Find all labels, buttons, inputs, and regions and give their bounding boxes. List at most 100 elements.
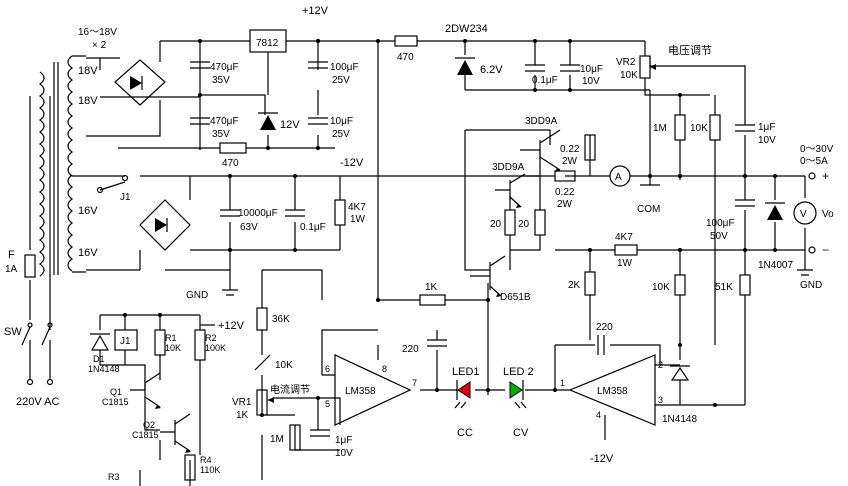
opamp-b [568,354,656,426]
capacitors [190,61,755,437]
label-tr-d651b: D651B [500,292,531,303]
label-cap-100u-b-v: 50V [710,231,728,242]
label-com: COM [637,204,660,215]
label-cap-100u-v: 25V [332,75,350,86]
meters [609,165,817,225]
leds [454,380,527,409]
relay-contact [96,174,129,194]
label-winding-16b: 16V [78,247,98,259]
ground-symbols [222,180,813,296]
label-d1: D1 [93,354,105,364]
label-opamp-b: LM358 [597,386,628,397]
label-res-022-a-w: 2W [562,156,578,167]
label-vr2: VR2 [616,57,636,68]
label-pin1: 1 [560,378,565,388]
label-res-51k: 51K [715,282,733,293]
resistors [24,35,751,481]
label-plus12v-mid: +12V [218,320,245,332]
label-pin5: 5 [325,399,330,409]
label-fuse-rating: 1A [5,264,18,275]
voltmeter [793,201,817,225]
label-out-i-range: 0～5A [800,156,828,167]
label-cap-470u-a-v: 35V [212,75,230,86]
label-pin3: 3 [658,395,663,405]
label-res-1m-b: 1M [270,434,284,445]
led2-icon [509,381,523,399]
label-opamp-a: LM358 [345,386,376,397]
label-cap-1u-b-v: 10V [335,448,353,459]
led1-icon [457,381,471,399]
label-res-10k-a: 10K [690,123,708,134]
label-vr1-val: 1K [236,410,249,421]
label-cv: CV [513,427,529,439]
label-vo: Vo [822,209,834,220]
label-res-022-b-w: 2W [557,199,573,210]
label-res-36k: 36K [272,314,290,325]
junction-dots [123,38,777,417]
label-res-2k: 2K [568,280,581,291]
label-r1-val: 10K [165,343,181,353]
label-r1: R1 [165,333,177,343]
wires [29,40,806,486]
label-res-10k-b: 10K [652,282,670,293]
label-pin4: 4 [596,410,601,420]
label-minus: − [822,243,829,257]
label-cc: CC [457,427,473,439]
label-winding-top: 18V [78,65,98,77]
label-cap-10000u: 10000μF [238,208,278,219]
label-cap-1u-a-v: 10V [758,135,776,146]
label-diode-1n4007: 1N4007 [758,260,793,271]
label-res-1k-fb: 1K [425,282,438,293]
label-res-20-a: 20 [490,219,502,230]
label-d1-type: 1N4148 [88,364,120,374]
label-cap-10u-b-v: 10V [582,76,600,87]
label-transformer-count: × 2 [92,40,107,51]
label-gnd-left: GND [186,290,208,301]
bridge-rectifier-bottom [139,199,191,251]
label-res-470-a: 470 [397,52,414,63]
opamp-a [334,354,412,426]
label-res-1m-a: 1M [653,123,667,134]
regulator-7812 [249,29,287,53]
label-pin8: 8 [382,364,387,374]
label-pin2: 2 [658,360,663,370]
label-res-4k7-b: 4K7 [615,232,633,243]
label-plus: + [822,169,829,183]
label-pin7: 7 [412,378,417,388]
label-cap-220-b: 220 [596,322,613,333]
label-res-10k-c: 10K [275,360,293,371]
label-cap-10000u-v: 63V [240,222,258,233]
label-cap-100u-b: 100μF [706,218,735,229]
label-res-4k7-a: 4K7 [348,202,366,213]
bridge-rectifier-top [114,59,166,106]
label-diode-1n4148-right: 1N4148 [662,414,697,425]
label-cap-220-a: 220 [402,344,419,355]
label-res-4k7-b-w: 1W [617,258,633,269]
label-out-v-range: 0～30V [800,144,834,155]
label-r2: R2 [205,333,217,343]
label-voltmeter: V [800,209,807,220]
label-cap-470u-b: 470μF [210,116,239,127]
label-relay-contact: J1 [120,192,131,203]
label-volt-adj: 电压调节 [668,44,712,57]
opamps [334,354,656,426]
label-r2-val: 100K [205,343,226,353]
label-cap-100u: 100μF [330,62,359,73]
label-r3: R3 [108,472,120,482]
label-q1: Q1 [110,387,122,397]
mains-switch [21,322,54,386]
label-fuse: F [8,249,15,261]
label-res-470-b: 470 [222,158,239,169]
label-q2: Q2 [143,420,155,430]
label-tr-3dd9a-top: 3DD9A [525,116,558,127]
label-r4: R4 [200,455,212,465]
label-reg-7812: 7812 [256,38,279,49]
label-switch: SW [4,326,22,338]
label-cap-01u-b: 0.1μF [300,222,326,233]
label-q1-type: C1815 [102,397,129,407]
label-res-022-a: 0.22 [560,144,580,155]
label-relay-coil: J1 [120,336,131,347]
label-winding-16a: 16V [78,205,98,217]
